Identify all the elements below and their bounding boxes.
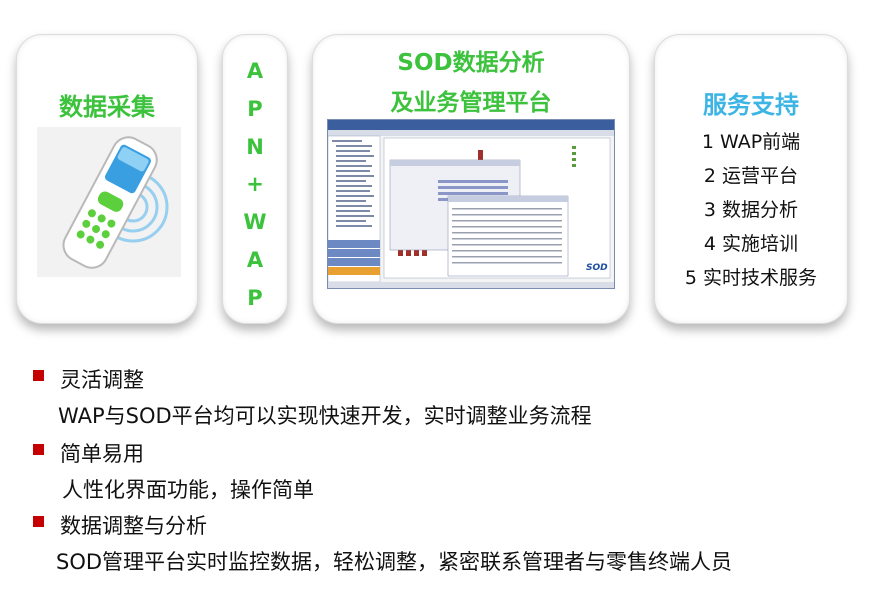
- apn-wap-label: A P N + W A P: [223, 53, 287, 318]
- apn-letter: +: [246, 172, 264, 197]
- apn-letter: P: [247, 285, 263, 310]
- service-support-card: 服务支持 1 WAP前端 2 运营平台 3 数据分析 4 实施培训 5 实时技术…: [654, 34, 848, 324]
- sod-platform-subtitle: 及业务管理平台: [390, 90, 552, 116]
- bullet-detail: WAP与SOD平台均可以实现快速开发，实时调整业务流程: [58, 404, 592, 428]
- service-item: 4 实施培训: [703, 233, 799, 255]
- apn-letter: N: [246, 134, 264, 159]
- apn-letter: A: [246, 247, 264, 272]
- service-item: 1 WAP前端: [701, 131, 801, 153]
- sod-platform-title: SOD数据分析: [397, 50, 545, 76]
- service-support-title: 服务支持: [703, 91, 799, 119]
- service-item: 3 数据分析: [703, 199, 799, 221]
- data-collection-title: 数据采集: [59, 93, 155, 121]
- apn-letter: P: [247, 96, 263, 121]
- platform-screenshot: SOD: [327, 119, 615, 289]
- bullet-heading: 简单易用: [60, 442, 144, 466]
- mobile-phone-image: [37, 127, 181, 277]
- bullet-marker: [33, 444, 44, 455]
- apn-wap-card: A P N + W A P: [222, 34, 288, 324]
- bullet-marker: [33, 370, 44, 381]
- bullet-detail: SOD管理平台实时监控数据，轻松调整，紧密联系管理者与零售终端人员: [56, 550, 733, 574]
- data-collection-card: 数据采集: [16, 34, 198, 324]
- apn-letter: A: [246, 59, 264, 83]
- bullet-heading: 数据调整与分析: [60, 514, 207, 538]
- sod-platform-card: SOD数据分析 及业务管理平台: [312, 34, 630, 324]
- bullet-detail: 人性化界面功能，操作简单: [62, 478, 314, 502]
- bullet-marker: [33, 516, 44, 527]
- service-item: 2 运营平台: [703, 165, 799, 187]
- bullet-heading: 灵活调整: [60, 368, 144, 392]
- service-item: 5 实时技术服务: [684, 267, 818, 289]
- mobile-phone-icon: [62, 136, 169, 269]
- apn-letter: W: [243, 210, 267, 235]
- svg-text:SOD: SOD: [586, 263, 608, 273]
